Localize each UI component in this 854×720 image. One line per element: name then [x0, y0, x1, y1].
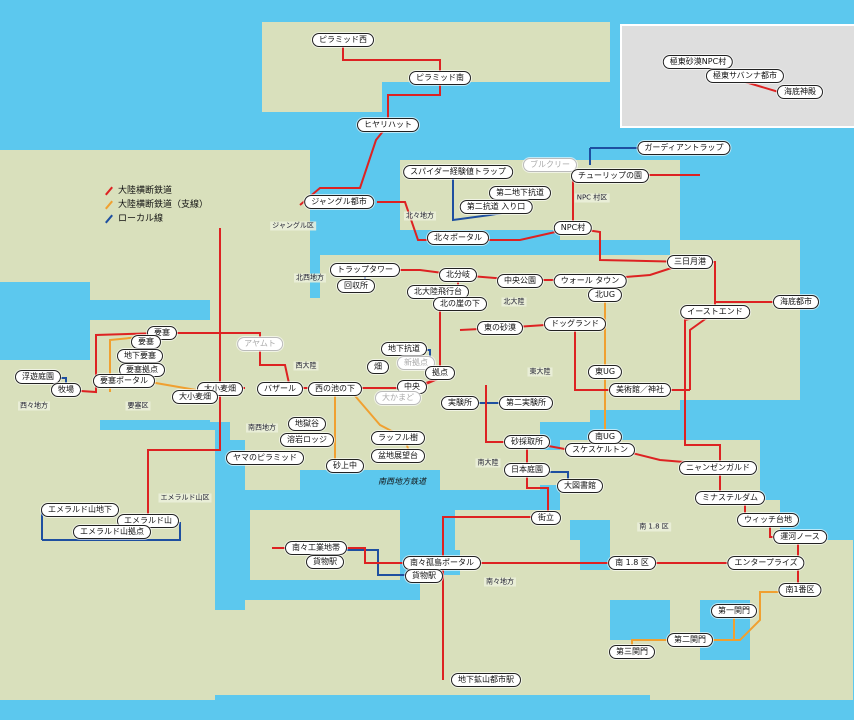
station-jungle-toshi[interactable]: ジャングル都市 [304, 195, 374, 209]
station-kitatairiku-hiko[interactable]: 北大陸飛行台 [407, 285, 469, 299]
station-kyokuto-sabaku[interactable]: 極東砂漠NPC村 [662, 55, 734, 69]
station-guardian-trap[interactable]: ガーディアントラップ [637, 141, 731, 155]
station-tulip[interactable]: チューリップの園 [571, 169, 649, 183]
station-gairitsu[interactable]: 街立 [531, 511, 561, 525]
area-label: 南々地方 [484, 577, 516, 587]
station-burukuri[interactable]: ブルクリー [523, 158, 577, 172]
station-chuo-koen[interactable]: 中央公園 [497, 274, 543, 288]
station-nyanzen[interactable]: ニャンゼンガルド [679, 461, 757, 475]
station-kamotsu-1[interactable]: 貨物駅 [306, 555, 344, 569]
legend-item-local: ローカル線 [104, 212, 208, 226]
station-otsuka[interactable]: 大図書館 [557, 479, 603, 493]
station-trap-tower[interactable]: トラップタワー [330, 263, 400, 277]
station-bonchi[interactable]: 盆地展望台 [371, 449, 425, 463]
station-fuyu-teien[interactable]: 浮遊庭園 [15, 370, 61, 384]
station-yosai-portal[interactable]: 要塞ポータル [93, 374, 155, 388]
station-mikazuki[interactable]: 三日月港 [667, 255, 713, 269]
station-sukeskeruton[interactable]: スケスケルトン [565, 443, 635, 457]
station-dai2-jikkenjo[interactable]: 第二実験所 [499, 396, 553, 410]
station-hiyari-hat[interactable]: ヒヤリハット [357, 118, 419, 132]
area-label: 東大陸 [527, 367, 553, 377]
area-label: 南大陸 [475, 458, 501, 468]
station-kaishujo[interactable]: 回収所 [337, 279, 375, 293]
station-emerald-chika[interactable]: エメラルド山地下 [41, 503, 119, 517]
station-bijutsukan[interactable]: 美術館／神社 [609, 383, 671, 397]
station-chigokudani[interactable]: 地獄谷 [288, 417, 326, 431]
station-dai2-chika-kodo[interactable]: 第二地下抗道 [489, 186, 551, 200]
area-label: 北々地方 [404, 211, 436, 221]
station-east-end[interactable]: イーストエンド [680, 305, 750, 319]
station-kita-ug[interactable]: 北UG [587, 288, 623, 302]
station-kita-portal[interactable]: 北々ポータル [427, 231, 489, 245]
station-sunaue-naka[interactable]: 砂上中 [326, 459, 364, 473]
area-label: 南 1.8 区 [637, 522, 671, 532]
station-kita-gake[interactable]: 北の崖の下 [433, 297, 487, 311]
area-label: 南西地方 [246, 423, 278, 433]
station-kamotsu-2[interactable]: 貨物駅 [405, 569, 443, 583]
station-kyoten[interactable]: 拠点 [425, 366, 455, 380]
area-label: NPC 村区 [574, 193, 610, 203]
station-jikkenjo[interactable]: 実験所 [441, 396, 479, 410]
station-minami-kogyo[interactable]: 南々工業地帯 [285, 541, 347, 555]
station-yogan-lodge[interactable]: 溶岩ロッジ [280, 433, 334, 447]
station-piramid-nishi[interactable]: ピラミッド西 [312, 33, 374, 47]
station-kamado[interactable]: 大かまど [375, 391, 421, 405]
station-higashi-sabaku[interactable]: 東の砂漠 [477, 321, 523, 335]
station-bazaar[interactable]: バザール [257, 382, 303, 396]
station-dai2-mon[interactable]: 第二関門 [667, 633, 713, 647]
station-yosai-2[interactable]: 要塞 [131, 335, 161, 349]
station-chika-kodo[interactable]: 地下抗道 [381, 342, 427, 356]
area-label: ジャングル区 [270, 221, 316, 231]
station-shinkyoten[interactable]: 新拠点 [397, 356, 435, 370]
station-spider-trap[interactable]: スパイダー経験値トラップ [403, 165, 513, 179]
station-kaitei-toshi[interactable]: 海底都市 [773, 295, 819, 309]
station-higashi-ug[interactable]: 東UG [587, 365, 623, 379]
station-dai3-mon[interactable]: 第三関門 [609, 645, 655, 659]
station-minami1[interactable]: 南1番区 [778, 583, 822, 597]
station-tsuki[interactable]: 畑 [367, 360, 389, 374]
rail-note: 南西地方鉄道 [378, 477, 426, 486]
station-dai2-kodo-iriguchi[interactable]: 第二抗道 入り口 [459, 200, 533, 214]
station-npc-mura[interactable]: NPC村 [553, 221, 593, 235]
station-nihon-teien[interactable]: 日本庭園 [504, 463, 550, 477]
area-label: 北大陸 [501, 297, 527, 307]
station-minami18[interactable]: 南 1.8 区 [608, 556, 656, 570]
station-unga-north[interactable]: 運河ノース [773, 530, 827, 544]
station-enterprise[interactable]: エンタープライズ [727, 556, 805, 570]
station-kitabunki[interactable]: 北分岐 [439, 268, 477, 282]
station-witch[interactable]: ウィッチ台地 [737, 513, 799, 527]
station-emerald-kyoten[interactable]: エメラルド山拠点 [73, 525, 151, 539]
area-label: 北西地方 [294, 273, 326, 283]
station-piramid-minami[interactable]: ピラミッド南 [409, 71, 471, 85]
station-wall-town[interactable]: ウォール タウン [553, 274, 627, 288]
station-dai1-mon[interactable]: 第一関門 [711, 604, 757, 618]
legend: 大陸横断鉄道 大陸横断鉄道（支線） ローカル線 [104, 184, 208, 226]
station-minami-portal[interactable]: 南々孤島ポータル [403, 556, 481, 570]
area-label: 西々地方 [18, 401, 50, 411]
station-minami-ug[interactable]: 南UG [587, 430, 623, 444]
station-kyokuto-savanna[interactable]: 極東サバンナ都市 [705, 69, 785, 83]
area-label: 西大陸 [293, 361, 319, 371]
area-label: エメラルド山区 [158, 493, 212, 503]
station-yama-piramid[interactable]: ヤマのピラミッド [226, 451, 304, 465]
station-chika-yosai[interactable]: 地下要塞 [117, 349, 163, 363]
legend-item-branch: 大陸横断鉄道（支線） [104, 198, 208, 212]
station-chika-kozan[interactable]: 地下鉱山都市駅 [451, 673, 521, 687]
station-raffle[interactable]: ラッフル樹 [371, 431, 425, 445]
area-label: 要塞区 [125, 401, 151, 411]
station-nishi-ike[interactable]: 西の池の下 [308, 382, 362, 396]
station-komugi-small[interactable]: 大小麦畑 [172, 390, 218, 404]
station-bokujo[interactable]: 牧場 [51, 383, 81, 397]
station-sakushujo[interactable]: 砂採取所 [504, 435, 550, 449]
legend-item-main: 大陸横断鉄道 [104, 184, 208, 198]
station-ayamuto[interactable]: アヤムト [237, 337, 283, 351]
station-minastel[interactable]: ミナステルダム [695, 491, 765, 505]
station-kaitei-shinden[interactable]: 海底神殿 [777, 85, 823, 99]
station-dog-land[interactable]: ドッグランド [544, 317, 606, 331]
